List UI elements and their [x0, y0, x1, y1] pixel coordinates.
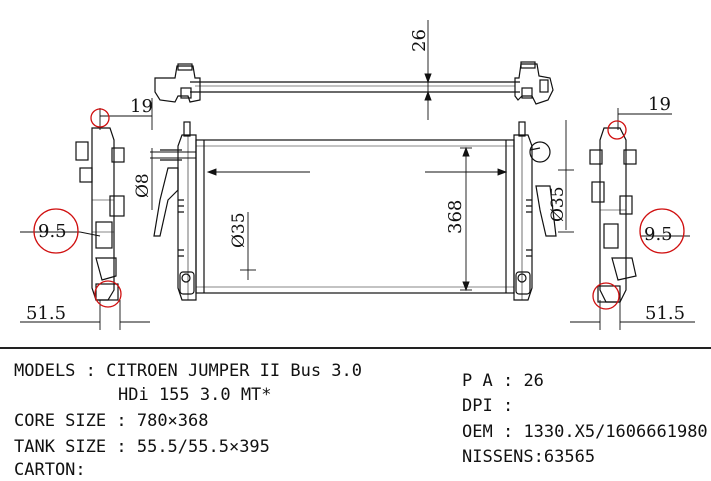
core-size-row: CORE SIZE : 780×368	[14, 411, 209, 431]
models-value-line2: HDi 155 3.0 MT*	[118, 385, 272, 405]
tank-size-label: TANK SIZE	[14, 437, 107, 457]
carton-label: CARTON:	[14, 460, 86, 480]
dim-51-5-right: 51.5	[645, 303, 685, 324]
models-value: CITROEN JUMPER II Bus 3.0	[106, 361, 363, 381]
dim-26-lines	[423, 20, 435, 120]
radiator-core	[153, 121, 557, 301]
tank-size-value: 55.5/55.5×395	[136, 437, 270, 457]
dim-o35-right: Ø35	[548, 186, 568, 222]
nissens-label: NISSENS:	[462, 447, 544, 467]
dim-26: 26	[409, 29, 430, 52]
core-size-label: CORE SIZE	[14, 411, 107, 431]
oem-value: 1330.X5/1606661980	[523, 422, 708, 442]
dim-o35-core: Ø35	[229, 212, 249, 248]
models-label: MODELS	[14, 361, 76, 381]
nissens-row: NISSENS:63565	[462, 446, 595, 468]
radiator-technical-drawing: 26 19 19 Ø8 9.5 9.5 51.5 51.5 Ø35 368 Ø3…	[20, 20, 695, 330]
pa-value: 26	[523, 371, 544, 391]
pa-row: P A : 26	[462, 371, 544, 391]
dim-368: 368	[445, 200, 466, 234]
nissens-value: 63565	[543, 447, 596, 467]
dim-9-5-left: 9.5	[38, 221, 67, 242]
section-divider	[0, 347, 711, 349]
core-size-value: 780×368	[136, 411, 209, 431]
dim-51-5-left: 51.5	[26, 303, 66, 324]
right-side-view	[570, 108, 695, 330]
pa-label: P A	[462, 371, 493, 391]
highlight-circles	[33, 108, 685, 310]
dim-19-left: 19	[130, 96, 153, 117]
models-row: MODELS : CITROEN JUMPER II Bus 3.0	[14, 361, 363, 381]
left-side-view	[20, 98, 153, 330]
tank-size-row: TANK SIZE : 55.5/55.5×395	[14, 437, 270, 457]
dim-o8: Ø8	[133, 173, 153, 198]
oem-label: OEM	[462, 422, 493, 442]
core-dim-lines	[150, 120, 574, 292]
dpi-label: DPI	[462, 396, 493, 416]
dim-9-5-right: 9.5	[644, 224, 673, 245]
dpi-row: DPI :	[462, 396, 524, 416]
top-bracket	[154, 61, 554, 105]
dim-19-right: 19	[648, 94, 671, 115]
oem-row: OEM : 1330.X5/1606661980	[462, 422, 708, 442]
